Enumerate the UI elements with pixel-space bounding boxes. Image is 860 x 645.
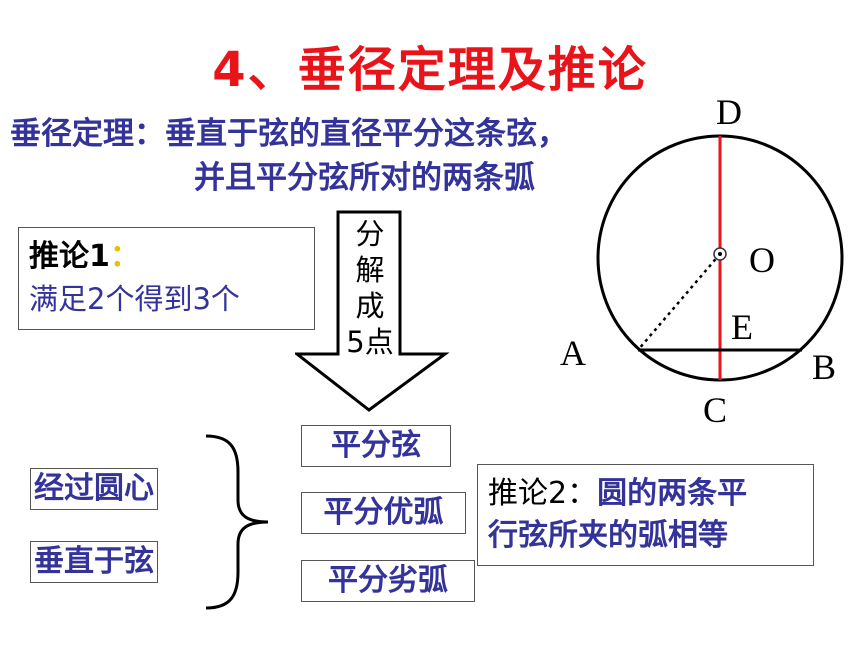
theorem-text: 垂径定理：垂直于弦的直径平分这条弦， 并且平分弦所对的两条弧: [10, 112, 568, 200]
arrow-char-3: 成: [355, 289, 385, 323]
corollary-2-line-1: 推论2：圆的两条平: [488, 473, 803, 515]
curly-brace-icon: [205, 434, 269, 610]
arrow-text: 分 解 成 5点: [345, 216, 395, 360]
corollary-1-label: 推论1: [29, 239, 110, 274]
corollary-2-line-2: 行弦所夹的弧相等: [488, 518, 728, 553]
result-bisect-major-arc: 平分优弧: [301, 492, 466, 534]
theorem-line-2: 并且平分弦所对的两条弧: [194, 160, 535, 196]
point-label-c: C: [703, 390, 728, 430]
radius-oa: [637, 253, 721, 351]
down-arrow-icon: [295, 210, 450, 412]
arrow-char-4: 5点: [346, 325, 394, 359]
arrow-char-2: 解: [355, 253, 385, 287]
point-label-a: A: [560, 333, 586, 373]
theorem-line-1: 垂径定理：垂直于弦的直径平分这条弦，: [10, 116, 568, 152]
point-label-b: B: [812, 347, 837, 387]
corollary-1-colon: ：: [109, 239, 140, 274]
point-label-e: E: [731, 307, 753, 347]
result-bisect-minor-arc: 平分劣弧: [301, 560, 475, 602]
condition-through-center: 经过圆心: [30, 468, 158, 510]
corollary-2-label: 推论2：: [488, 476, 598, 511]
corollary-2-text-1: 圆的两条平: [597, 476, 748, 511]
result-bisect-chord: 平分弦: [301, 425, 451, 467]
corollary-1-heading: 推论1：: [29, 236, 304, 278]
corollary-1-text: 满足2个得到3个: [29, 282, 240, 316]
circle-diagram: [596, 134, 844, 382]
corollary-2-box: 推论2：圆的两条平 行弦所夹的弧相等: [477, 464, 814, 566]
corollary-1-box: 推论1： 满足2个得到3个: [18, 227, 315, 330]
arrow-char-1: 分: [355, 217, 385, 251]
point-label-d: D: [716, 92, 742, 132]
page-title: 4、垂径定理及推论: [212, 42, 648, 98]
condition-perpendicular-to-chord: 垂直于弦: [30, 541, 158, 583]
point-label-o: O: [749, 240, 775, 280]
